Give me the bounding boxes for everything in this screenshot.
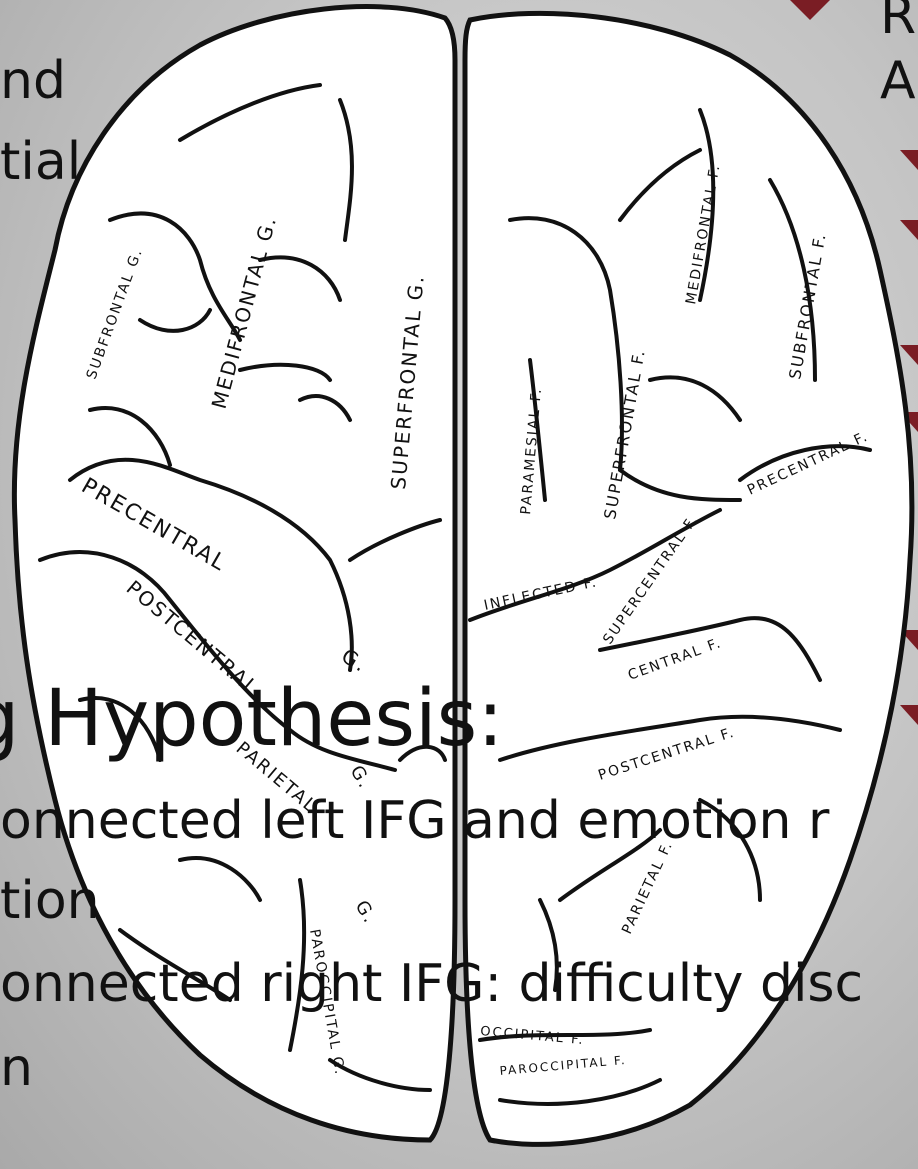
hypothesis-line-2: tion	[0, 875, 100, 927]
hypothesis-line-3: onnected right IFG: difficulty disc	[0, 958, 863, 1010]
hypothesis-heading: g Hypothesis:	[0, 680, 504, 758]
hypothesis-line-4: n	[0, 1042, 33, 1094]
hypothesis-line-1: onnected left IFG and emotion r	[0, 795, 829, 847]
